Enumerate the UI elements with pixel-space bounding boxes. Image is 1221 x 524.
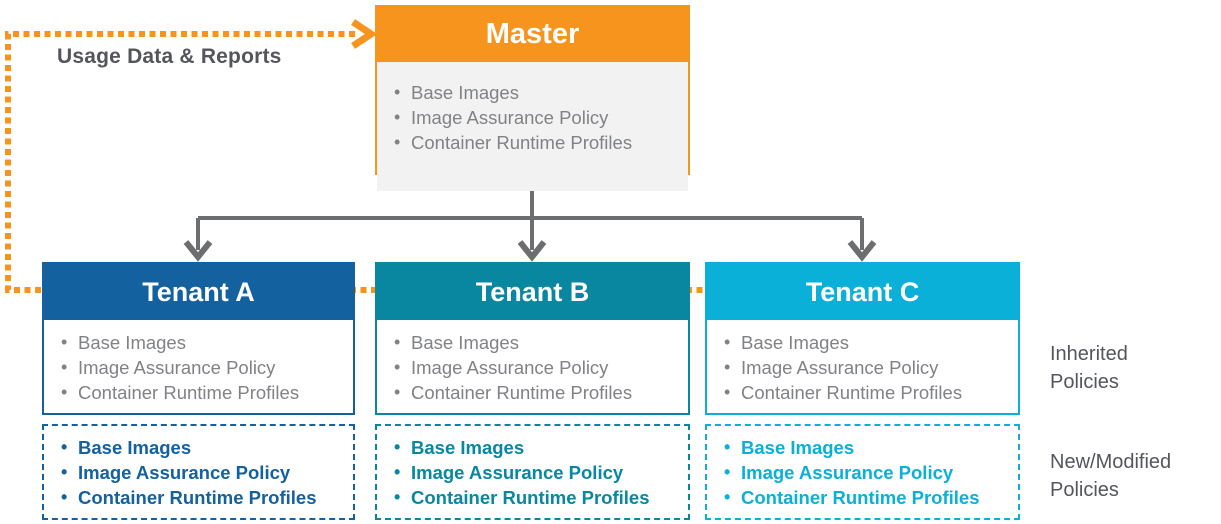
tenant-c-header: Tenant C (707, 264, 1018, 320)
master-header: Master (377, 7, 688, 62)
policy-item: Base Images (394, 435, 688, 460)
arrow-down-icon-tenant-c (847, 240, 877, 262)
policy-item: Base Images (394, 330, 688, 355)
master-title: Master (485, 18, 580, 50)
policy-item: Image Assurance Policy (394, 460, 688, 485)
tenant-c-inherited-policies-box: Base Images Image Assurance Policy Conta… (707, 320, 1018, 405)
policy-item: Image Assurance Policy (61, 460, 353, 485)
side-label-new-modified: New/Modified Policies (1050, 451, 1172, 501)
usage-data-arrow (5, 19, 705, 293)
connector-tree-lines (196, 176, 864, 250)
usage-data-label: Usage Data & Reports (57, 45, 282, 68)
policy-item: Container Runtime Profiles (61, 380, 353, 405)
policy-item: Container Runtime Profiles (394, 485, 688, 510)
side-label-inherited: Inherited Policies (1050, 343, 1128, 393)
policy-item: Base Images (724, 330, 1018, 355)
usage-data-arrowhead-icon (351, 19, 378, 49)
tenant-c-new-policies-box: Base Images Image Assurance Policy Conta… (705, 424, 1020, 520)
tenant-a-new-policies-box: Base Images Image Assurance Policy Conta… (42, 424, 355, 520)
master-body: Base Images Image Assurance Policy Conta… (377, 62, 688, 191)
usage-data-dotted-line (5, 31, 705, 293)
tenant-c-title: Tenant C (805, 276, 920, 307)
master-card: Master Base Images Image Assurance Polic… (375, 5, 690, 191)
policy-item: Container Runtime Profiles (394, 380, 688, 405)
policy-item: Container Runtime Profiles (724, 485, 1018, 510)
tenant-b-card: Tenant B Base Images Image Assurance Pol… (375, 262, 690, 415)
tenant-c-new-list: Base Images Image Assurance Policy Conta… (707, 435, 1018, 510)
tenant-a-card: Tenant A Base Images Image Assurance Pol… (42, 262, 355, 415)
policy-item: Base Images (61, 330, 353, 355)
tenant-b-title: Tenant B (475, 276, 590, 307)
policy-item: Base Images (724, 435, 1018, 460)
tenant-a-header: Tenant A (44, 264, 353, 320)
policy-item: Container Runtime Profiles (724, 380, 1018, 405)
policy-item: Base Images (61, 435, 353, 460)
tenant-a-title: Tenant A (142, 276, 255, 307)
tenant-b-new-policies-box: Base Images Image Assurance Policy Conta… (375, 424, 690, 520)
arrow-down-icon-tenant-b (517, 240, 547, 262)
tenant-c-card: Tenant C Base Images Image Assurance Pol… (705, 262, 1020, 415)
policy-item: Image Assurance Policy (394, 105, 688, 130)
master-policy-list: Base Images Image Assurance Policy Conta… (377, 80, 688, 155)
policy-item: Image Assurance Policy (724, 460, 1018, 485)
tenant-c-inherited-list: Base Images Image Assurance Policy Conta… (707, 330, 1018, 405)
tenant-b-new-list: Base Images Image Assurance Policy Conta… (377, 435, 688, 510)
policy-item: Image Assurance Policy (394, 355, 688, 380)
policy-item: Container Runtime Profiles (394, 130, 688, 155)
tenant-b-inherited-list: Base Images Image Assurance Policy Conta… (377, 330, 688, 405)
tenant-a-inherited-list: Base Images Image Assurance Policy Conta… (44, 330, 353, 405)
tenant-a-inherited-policies-box: Base Images Image Assurance Policy Conta… (44, 320, 353, 405)
tenant-b-header: Tenant B (377, 264, 688, 320)
tenant-b-inherited-policies-box: Base Images Image Assurance Policy Conta… (377, 320, 688, 405)
arrow-down-icon-tenant-a (183, 240, 213, 262)
tenant-a-new-list: Base Images Image Assurance Policy Conta… (44, 435, 353, 510)
policy-item: Container Runtime Profiles (61, 485, 353, 510)
policy-item: Base Images (394, 80, 688, 105)
policy-item: Image Assurance Policy (61, 355, 353, 380)
master-to-tenants-connector (183, 176, 877, 262)
policy-item: Image Assurance Policy (724, 355, 1018, 380)
